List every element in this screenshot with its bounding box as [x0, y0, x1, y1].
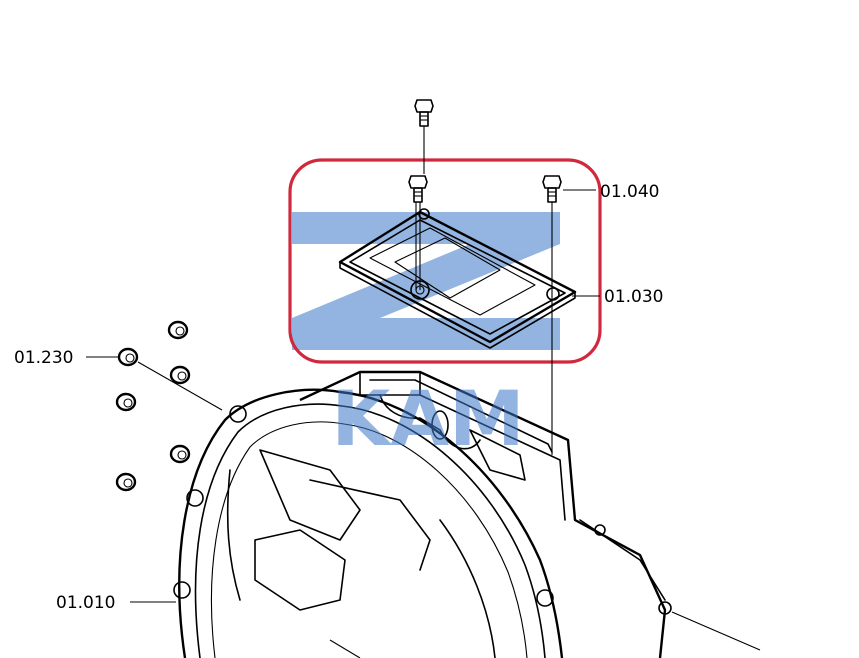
watermark-z-shape [292, 212, 560, 350]
gear-housing [173, 370, 761, 658]
label-01-030: 01.030 [604, 287, 663, 307]
bolt-right [542, 175, 562, 455]
watermark-logo: KAM [292, 212, 560, 463]
plug [169, 365, 191, 385]
plug [167, 320, 189, 340]
leader-lines [86, 189, 600, 603]
plug [115, 472, 137, 492]
bolt-left [408, 175, 428, 290]
highlight-box [288, 158, 602, 364]
label-01-230: 01.230 [14, 348, 73, 368]
label-01-010: 01.010 [56, 593, 115, 613]
bolt-top [414, 99, 434, 174]
plug [169, 444, 191, 464]
watermark-text: KAM [331, 374, 524, 463]
plug [117, 347, 139, 367]
label-01-040: 01.040 [600, 182, 659, 202]
plug [115, 392, 137, 412]
plug-group [115, 320, 223, 492]
